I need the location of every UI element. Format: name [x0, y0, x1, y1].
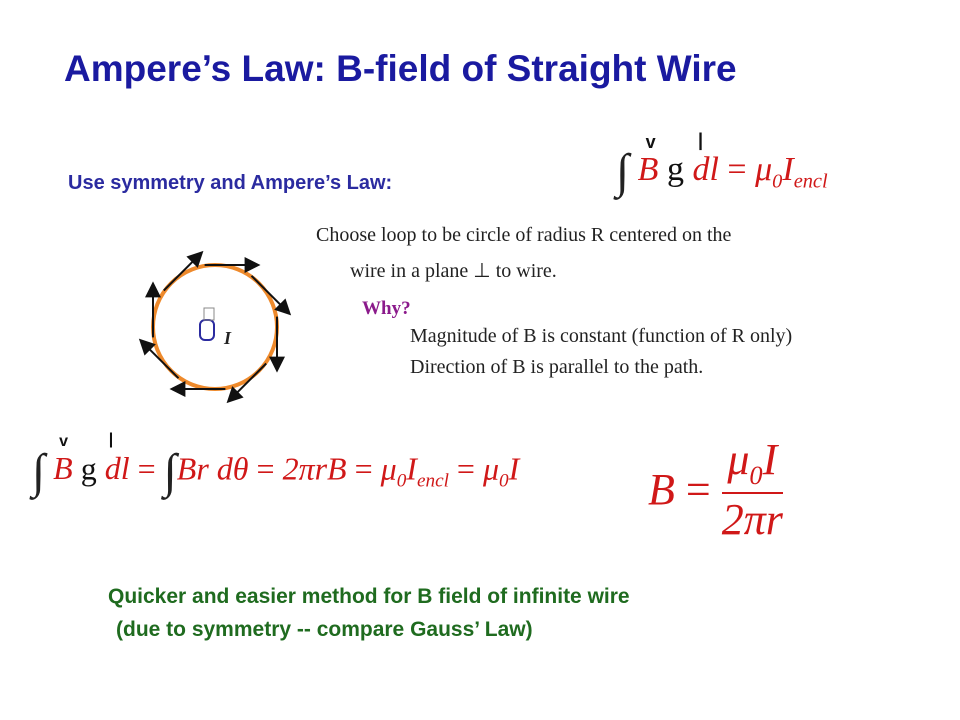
integral-sign: ∫: [616, 145, 630, 198]
current-symbol: I: [508, 450, 520, 487]
subtitle: Use symmetry and Ampere’s Law:: [68, 172, 393, 194]
dtheta-term: dθ: [216, 450, 249, 487]
mu-subscript: 0: [396, 470, 407, 492]
dl-symbol: dl: [692, 150, 719, 188]
B-symbol: B: [648, 465, 675, 515]
reason-direction: Direction of B is parallel to the path.: [410, 356, 704, 378]
equals-sign: =: [137, 450, 164, 487]
current-subscript: encl: [416, 470, 449, 492]
equals-sign: =: [727, 150, 756, 188]
mu-subscript: 0: [772, 170, 783, 193]
current-symbol: I: [762, 435, 778, 484]
slide-title: Ampere’s Law: B-field of Straight Wire: [64, 48, 737, 89]
current-symbol: I: [406, 450, 417, 487]
vector-mark-icon: v: [59, 433, 69, 451]
conclusion-line-1: Quicker and easier method for B field of…: [108, 585, 630, 608]
two-pi-r-B-term: 2πrB: [282, 450, 347, 487]
B-symbol: B: [53, 450, 73, 487]
dot-symbol: g: [666, 150, 684, 188]
field-arrow-icon: [250, 275, 292, 316]
choose-loop-text-line-2: wire in a plane ⊥ to wire.: [350, 260, 557, 282]
mu-subscript: 0: [499, 470, 509, 492]
Br-term: Br: [176, 450, 217, 487]
wire-loop-diagram: I: [138, 250, 292, 404]
field-arrow-icon: [226, 362, 267, 404]
result-equation: B = μ0I 2πr: [648, 438, 783, 542]
field-arrow-icon: [138, 338, 180, 379]
equals-sign: =: [346, 450, 381, 487]
dl-symbol: dl: [104, 450, 130, 487]
reason-magnitude: Magnitude of B is constant (function of …: [410, 325, 793, 347]
current-subscript: encl: [793, 170, 828, 193]
vector-mark-icon: |: [108, 431, 114, 449]
B-symbol: B: [637, 150, 659, 188]
integral-chain-equation: ∫ B v g dl | = ∫Br dθ = 2πrB = μ0Iencl =…: [32, 432, 520, 498]
wire-icon: [199, 319, 215, 341]
mu-symbol: μ: [380, 450, 397, 487]
fraction: μ0I 2πr: [721, 435, 783, 542]
fraction-denominator: 2πr: [722, 494, 783, 542]
current-label: I: [223, 328, 232, 348]
two-pi-r-term: 2πr: [721, 495, 783, 545]
integral-sign-2: ∫: [163, 445, 177, 498]
vector-mark-icon: v: [645, 131, 656, 152]
conclusion-line-2: (due to symmetry -- compare Gauss’ Law): [116, 618, 533, 641]
mu-symbol: μ: [727, 435, 750, 484]
mu-symbol: μ: [755, 150, 773, 188]
equals-sign: =: [448, 450, 483, 487]
mu-subscript: 0: [749, 459, 763, 490]
why-label: Why?: [362, 298, 411, 319]
equals-sign: =: [248, 450, 283, 487]
dot-symbol: g: [80, 450, 97, 487]
vector-mark-icon: |: [697, 129, 703, 150]
current-symbol: I: [782, 150, 794, 188]
equals-sign: =: [674, 465, 722, 515]
field-arrows: [138, 250, 292, 404]
choose-loop-text-line-1: Choose loop to be circle of radius R cen…: [316, 224, 732, 246]
fraction-numerator: μ0I: [721, 435, 783, 495]
missing-glyph-icon: [203, 307, 215, 321]
field-arrow-icon: [163, 250, 204, 292]
ampere-law-equation: ∫ B v g dl | = μ0Iencl: [616, 131, 828, 198]
mu-symbol: μ: [482, 450, 500, 487]
integral-sign: ∫: [32, 445, 46, 498]
